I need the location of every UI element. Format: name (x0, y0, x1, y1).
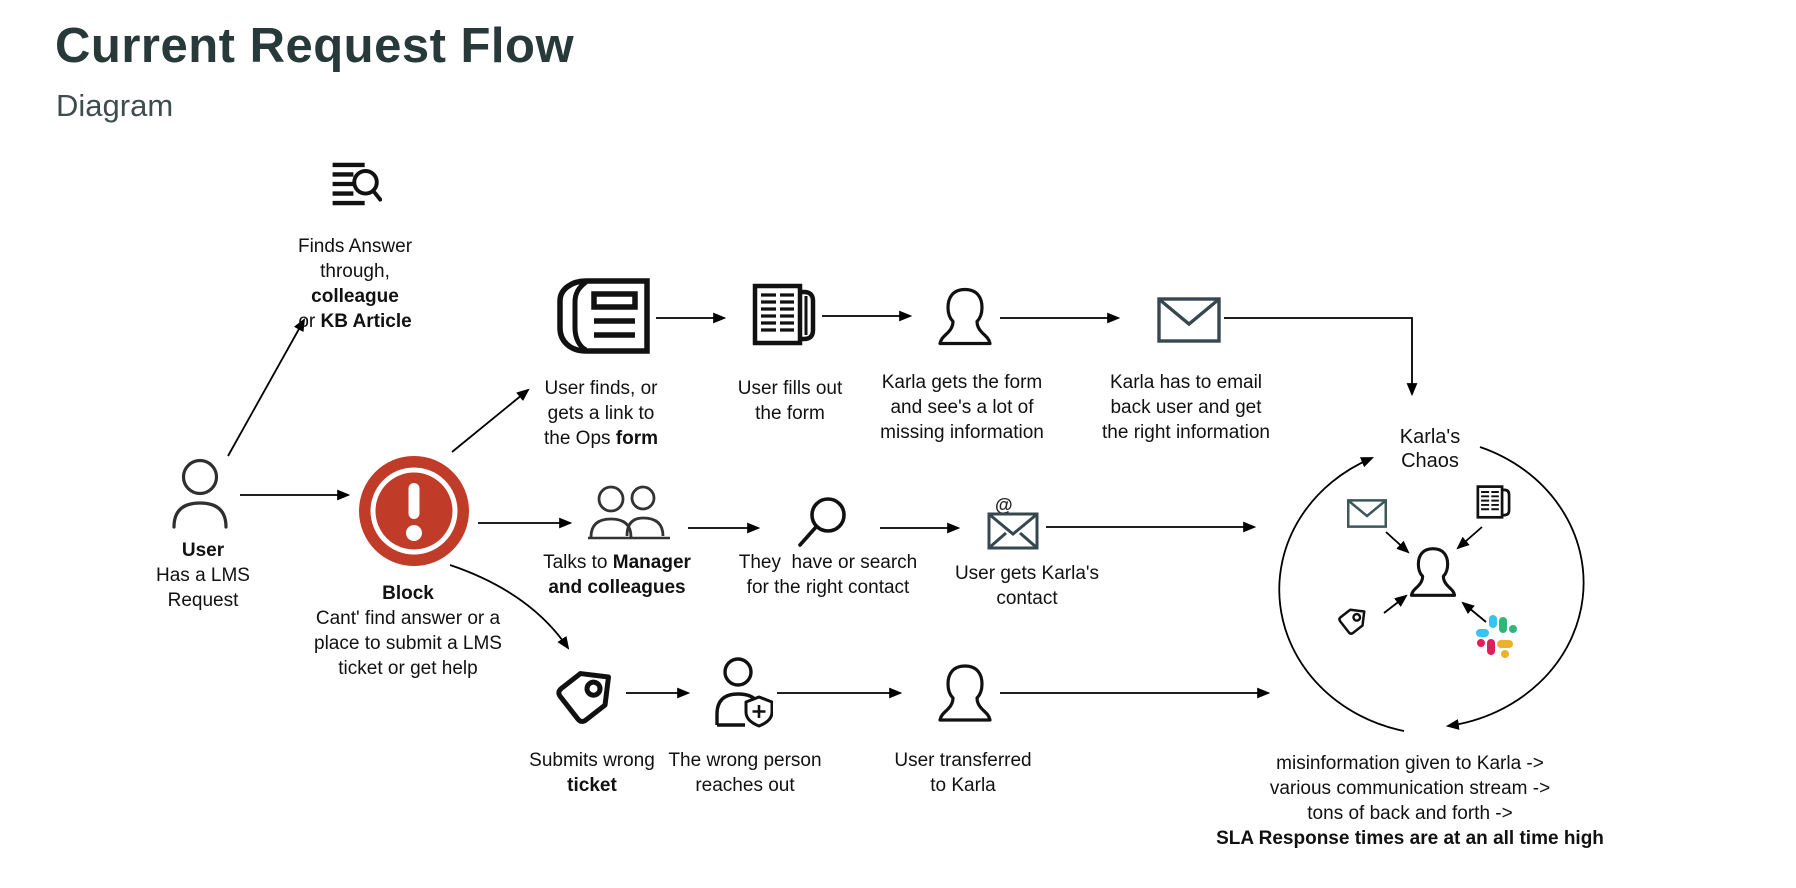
chaos-newspaper-icon (1476, 485, 1511, 519)
label-ops-form: User finds, or gets a link to the Ops fo… (543, 378, 659, 449)
label-karla-form: Karla gets the form and see's a lot of m… (880, 372, 1044, 443)
newspaper-icon (752, 283, 816, 346)
svg-text:@: @ (995, 496, 1013, 515)
form-document-icon (557, 278, 650, 354)
envelope-icon (1157, 297, 1221, 343)
woman-silhouette-icon (938, 664, 992, 722)
user-icon (172, 458, 228, 529)
chaos-tag-icon (1338, 608, 1366, 635)
arrow-chaos-tag-in (1383, 594, 1408, 614)
people-pair-icon (588, 485, 670, 540)
person-shield-icon (715, 657, 773, 728)
chaos-envelope-icon (1347, 499, 1387, 528)
label-fill-form: User fills out the form (737, 378, 843, 424)
arrow-user-to-finds-answer (227, 318, 306, 457)
label-wrong-ticket: Submits wrong ticket (529, 750, 655, 796)
label-manager: Talks to Manager and colleagues (543, 552, 691, 598)
email-at-icon: @ (987, 496, 1039, 550)
label-finds-answer: Finds Answer through, colleague or KB Ar… (297, 236, 413, 332)
arrow-block-to-ops-form (451, 388, 530, 453)
page-title: Current Request Flow (55, 19, 575, 73)
label-gets-contact: User gets Karla's contact (954, 563, 1100, 609)
block-alert-icon (359, 456, 469, 566)
chaos-circle-right-arc (1445, 446, 1585, 730)
page-subtitle: Diagram (56, 88, 174, 123)
label-transferred: User transferred to Karla (894, 750, 1032, 796)
arrow-chaos-envelope-in (1385, 531, 1410, 554)
label-karlas-chaos: Karla's Chaos (1399, 426, 1461, 472)
label-wrong-person: The wrong person reaches out (668, 750, 822, 796)
label-block: Block Cant' find answer or a place to su… (314, 583, 502, 679)
arrow-chaos-news-in (1456, 526, 1483, 550)
text-search-icon (332, 162, 382, 206)
magnifier-icon (798, 497, 846, 547)
label-search-contact: They have or search for the right contac… (738, 552, 918, 598)
label-outcome: misinformation given to Karla -> various… (1216, 753, 1604, 849)
chaos-center-woman-icon (1409, 547, 1457, 597)
woman-silhouette-icon (938, 287, 992, 346)
slack-icon (1476, 615, 1517, 658)
label-karla-email: Karla has to email back user and get the… (1102, 372, 1270, 443)
label-user: User Has a LMS Request (156, 540, 250, 611)
tag-icon (556, 671, 611, 724)
